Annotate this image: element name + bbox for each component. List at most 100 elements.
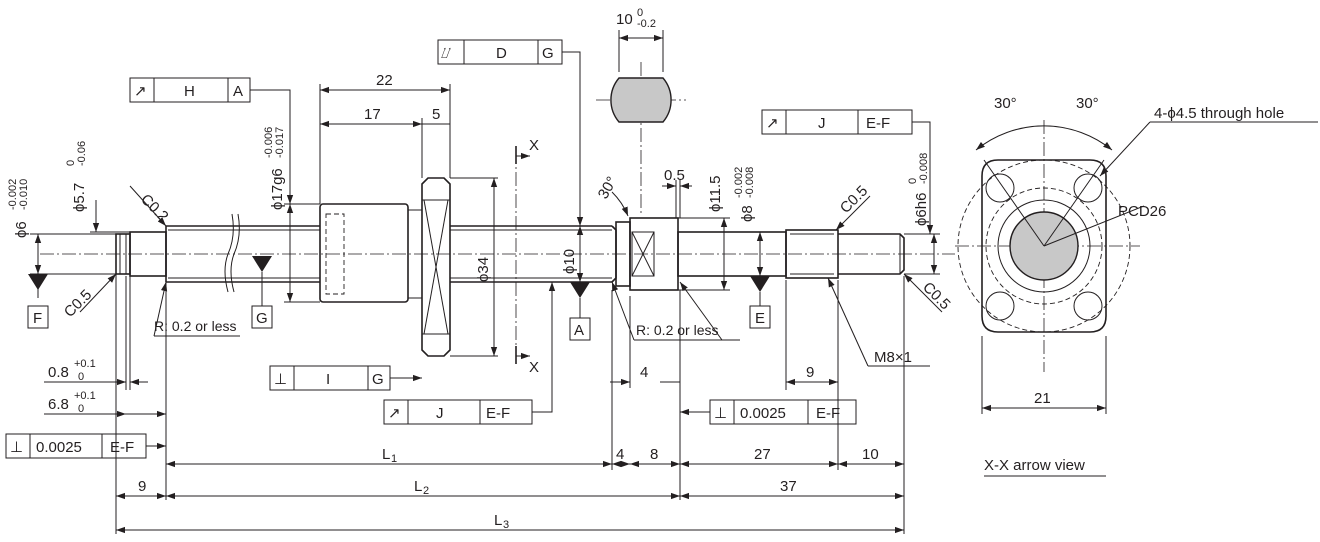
dim-17: 17 xyxy=(364,106,381,123)
dia-5-7: ϕ5.7 xyxy=(71,183,88,212)
break-mark xyxy=(224,213,234,293)
datum-label: G xyxy=(256,310,268,327)
radius-note-right: R: 0.2 or less xyxy=(636,322,718,338)
chamfer-c0-2: C0.2 xyxy=(137,191,171,225)
dim-9-thread: 9 xyxy=(806,364,814,381)
frame-runout-j-top: ↗ J E-F xyxy=(761,109,934,234)
bolt-hole xyxy=(985,291,1015,321)
dim-0-5: 0.5 xyxy=(664,167,685,184)
frame-symbol: ⊥ xyxy=(10,439,23,456)
flat-section xyxy=(610,77,672,123)
frame-tolerance: J xyxy=(436,405,444,422)
flat-width-value: 10 xyxy=(616,11,633,28)
frame-runout-j-bottom: ↗ J E-F xyxy=(383,282,556,425)
linear-dimensions: 22 17 5 0.5 0.8 +0.1 0 6.8 +0.1 0 4 xyxy=(44,72,905,534)
frame-symbol: ⌰ xyxy=(441,45,451,62)
frame-symbol: ↗ xyxy=(388,405,401,422)
datum-a: A xyxy=(569,282,591,341)
pcd-label: PCD26 xyxy=(1118,203,1166,220)
bolt-hole xyxy=(1073,173,1103,203)
dim-9: 9 xyxy=(138,478,146,495)
frame-symbol: ⊥ xyxy=(274,371,287,388)
dim-6-8-upper: +0.1 xyxy=(74,390,96,402)
frame-datum: A xyxy=(233,83,243,100)
dia-11-5: ϕ11.5 xyxy=(707,176,724,212)
dim-l2: L xyxy=(414,478,422,495)
bolt-hole xyxy=(1073,291,1103,321)
datum-label: F xyxy=(33,310,42,327)
flange-outline xyxy=(981,159,1107,333)
thread-spec: M8×1 xyxy=(874,349,912,366)
dim-37: 37 xyxy=(780,478,797,495)
frame-perp-i: ⊥ I G xyxy=(269,365,422,391)
dim-l3: L xyxy=(494,512,502,529)
chamfer-notes: C0.2 C0.5 C0.5 C0.5 R: 0.2 or less R: 0.… xyxy=(61,174,954,367)
chamfer-c0-5-left: C0.5 xyxy=(61,286,95,320)
frame-tolerance: 0.0025 xyxy=(740,405,786,422)
dim-6-8-lower: 0 xyxy=(78,403,84,415)
dia-17g6-lower: -0.017 xyxy=(274,127,286,158)
dim-0-8-lower: 0 xyxy=(78,371,84,383)
datum-label: E xyxy=(755,310,765,327)
datum-g: G xyxy=(251,256,273,329)
section-label-bottom: X xyxy=(529,359,539,376)
section-label-top: X xyxy=(529,137,539,154)
dia-6h6: ϕ6h6 xyxy=(913,193,930,226)
frame-symbol: ↗ xyxy=(766,115,779,132)
radius-note-left: R: 0.2 or less xyxy=(154,318,236,334)
dia-5-7-upper: 0 xyxy=(65,160,77,166)
dim-0-8: 0.8 xyxy=(48,364,69,381)
dia-6-upper: -0.002 xyxy=(7,179,19,210)
view-caption: X-X arrow view xyxy=(984,457,1085,474)
dia-8: ϕ8 xyxy=(739,205,756,222)
dim-4-upper: 4 xyxy=(640,364,648,381)
dim-6-8: 6.8 xyxy=(48,396,69,413)
dia-6: ϕ6 xyxy=(13,221,30,238)
frame-tolerance: I xyxy=(326,371,330,388)
frame-perp-left: ⊥ 0.0025 E-F xyxy=(5,433,166,459)
frame-perp-right: ⊥ 0.0025 E-F xyxy=(680,399,857,425)
datum-e: E xyxy=(749,276,771,329)
dia-8-upper: -0.002 xyxy=(733,167,745,198)
frame-tolerance: J xyxy=(818,115,826,132)
frame-tolerance: D xyxy=(496,45,507,62)
dim-l1: L xyxy=(382,446,390,463)
datum-label: A xyxy=(574,322,584,339)
dia-6h6-upper: 0 xyxy=(907,178,919,184)
nut-body xyxy=(319,203,409,303)
dim-l3-sub: 3 xyxy=(503,519,509,531)
dia-6h6-lower: -0.008 xyxy=(918,153,930,184)
dim-8: 8 xyxy=(650,446,658,463)
hole-note: 4-ϕ4.5 through hole xyxy=(1154,105,1284,122)
frame-datum: E-F xyxy=(866,115,890,132)
flange-view: PCD26 4-ϕ4.5 through hole 30° 30° 21 X-X… xyxy=(955,95,1318,477)
flat-width-upper: 0 xyxy=(637,7,643,19)
shaft-end-detail: 10 0 -0.2 xyxy=(596,7,686,215)
dim-5: 5 xyxy=(432,106,440,123)
right-end xyxy=(838,233,905,275)
shaft-outline xyxy=(40,177,955,357)
angle-right: 30° xyxy=(1076,95,1099,112)
section-marks: X X xyxy=(515,137,539,376)
frame-symbol: ⊥ xyxy=(714,405,727,422)
dia-6-lower: -0.010 xyxy=(18,179,30,210)
frame-datum: E-F xyxy=(110,439,134,456)
thread-section xyxy=(785,229,839,279)
dia-17g6: ϕ17g6 xyxy=(269,168,286,210)
frame-datum: G xyxy=(542,45,554,62)
datum-f: F xyxy=(27,274,49,329)
dia-34: ϕ34 xyxy=(475,257,492,282)
frame-runout-h: ↗ H A xyxy=(129,77,294,204)
frame-tolerance: H xyxy=(184,83,195,100)
dim-27: 27 xyxy=(754,446,771,463)
frame-datum: E-F xyxy=(486,405,510,422)
dia-5-7-lower: -0.06 xyxy=(76,141,88,166)
dia-10: ϕ10 xyxy=(561,249,578,274)
diameter-callouts: ϕ6 -0.002 -0.010 ϕ5.7 0 -0.06 ϕ17g6 -0.0… xyxy=(7,127,940,357)
flat-width-lower: -0.2 xyxy=(637,18,656,30)
dim-22: 22 xyxy=(376,72,393,89)
dim-l2-sub: 2 xyxy=(423,485,429,497)
frame-datum: E-F xyxy=(816,405,840,422)
angle-left: 30° xyxy=(994,95,1017,112)
